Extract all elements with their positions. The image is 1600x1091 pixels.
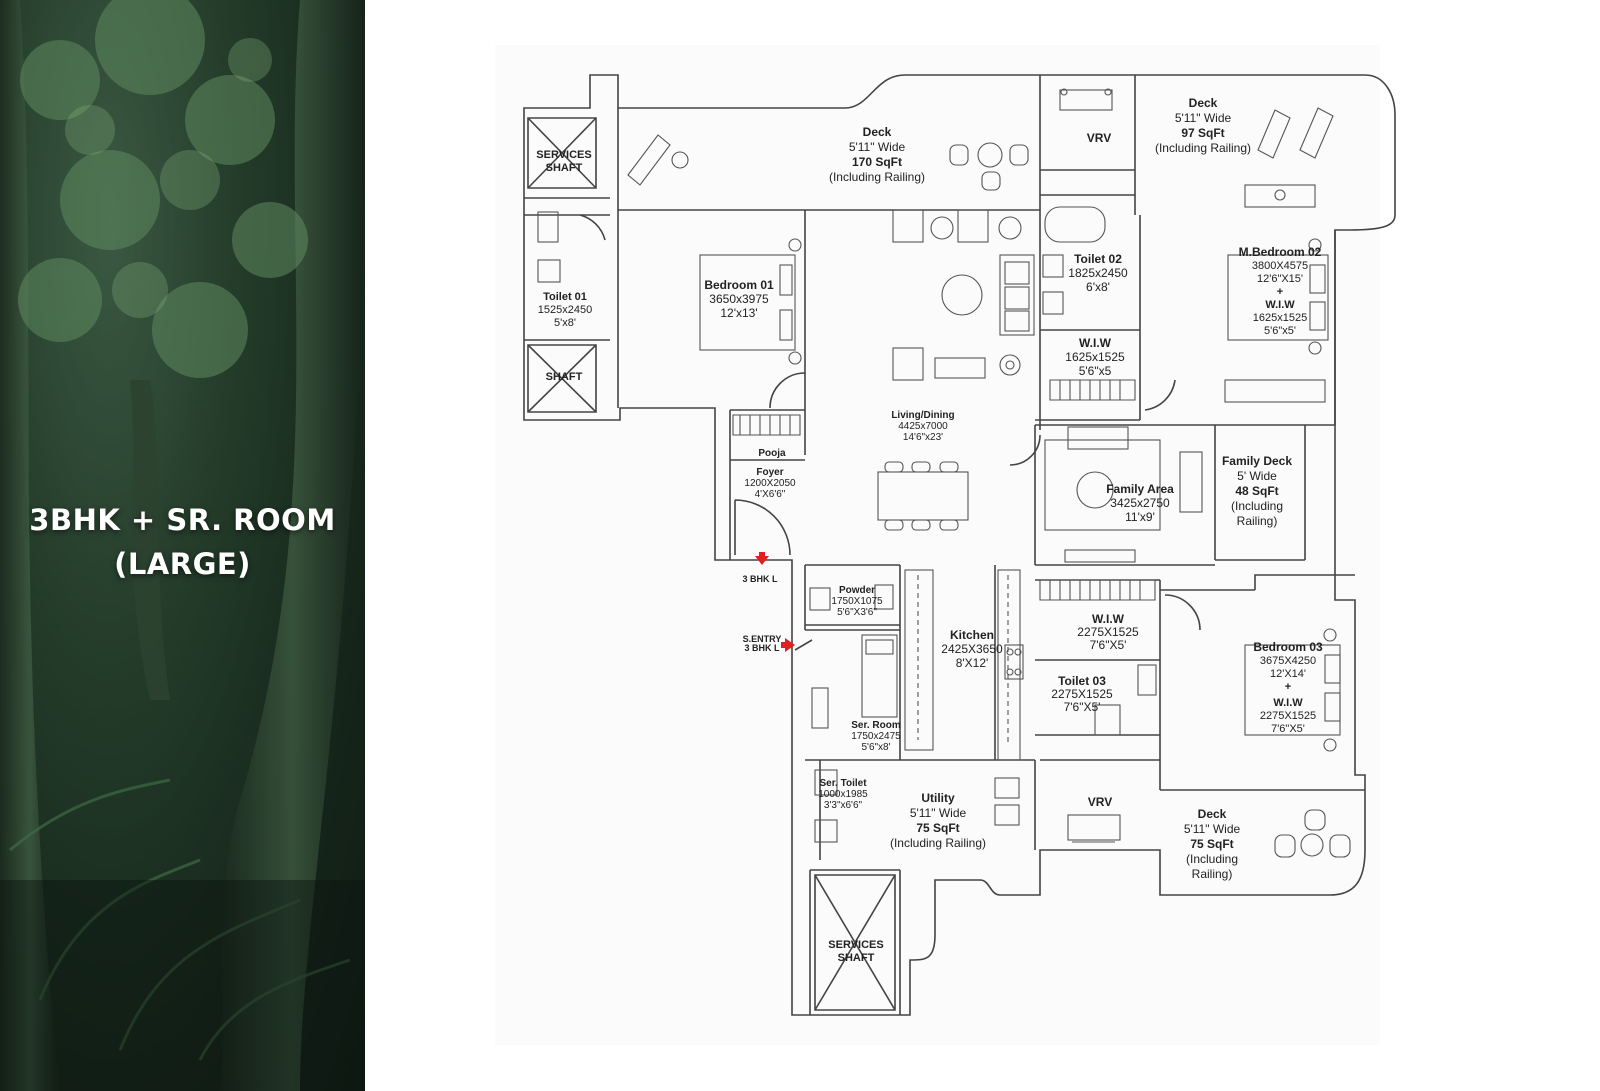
deck-bottom-note1: (Including <box>1186 852 1238 866</box>
deck-top-width: 5'11" Wide <box>849 140 906 154</box>
wiw-lower-size: 2275X1525 <box>1077 625 1139 639</box>
walls <box>523 74 1396 1016</box>
toilet03-name: Toilet 03 <box>1058 674 1106 688</box>
service-entry-line1: S.ENTRY <box>743 634 782 644</box>
bedroom03-wiw: W.I.W <box>1273 697 1303 709</box>
vrv-top-label: VRV <box>1087 131 1111 145</box>
family-area-name: Family Area <box>1106 482 1174 496</box>
mbedroom02-size: 3800X4575 <box>1252 260 1308 272</box>
plan-sheet <box>495 45 1380 1045</box>
vrv-bottom-label: VRV <box>1088 795 1112 809</box>
plan-type-line1: 3BHK + SR. ROOM <box>29 503 336 537</box>
wiw-center-name: W.I.W <box>1079 336 1112 350</box>
bedroom03-name: Bedroom 03 <box>1253 640 1323 654</box>
bedroom03-plus: + <box>1285 681 1291 693</box>
deck-bottom-note2: Railing) <box>1192 867 1233 881</box>
ser-room-ft: 5'6"x8' <box>861 742 890 753</box>
bedroom03-ft: 12'X14' <box>1270 668 1306 680</box>
main-entry-arrow-icon <box>755 552 769 565</box>
toilet01-ft: 5'x8' <box>554 317 576 329</box>
wiw-center-size: 1625x1525 <box>1065 350 1125 364</box>
mbedroom02-plus: + <box>1277 286 1283 298</box>
living-size: 4425x7000 <box>898 421 948 432</box>
service-entry-arrow-icon <box>781 638 795 652</box>
ser-room-size: 1750x2475 <box>851 731 901 742</box>
utility-width: 5'11" Wide <box>910 806 967 820</box>
family-deck-note1: (Including <box>1231 499 1283 513</box>
bedroom03-size: 3675X4250 <box>1260 655 1316 667</box>
family-deck-name: Family Deck <box>1222 454 1292 468</box>
deck-right-area: 97 SqFt <box>1181 126 1224 140</box>
wiw-center-ft: 5'6"x5 <box>1079 364 1112 378</box>
forest-photo-panel: 3BHK + SR. ROOM (LARGE) <box>0 0 365 1091</box>
toilet02-name: Toilet 02 <box>1074 252 1122 266</box>
bedroom03-wiw-size: 2275X1525 <box>1260 710 1316 722</box>
deck-right-note: (Including Railing) <box>1155 141 1251 155</box>
wiw-lower-ft: 7'6"X5' <box>1090 638 1127 652</box>
furniture <box>537 88 1351 858</box>
foyer-size: 1200X2050 <box>744 478 796 489</box>
services-shaft-top-line2: SHAFT <box>546 162 583 174</box>
service-entry-line2: 3 BHK L <box>744 643 780 653</box>
foyer-name: Foyer <box>756 467 783 478</box>
deck-top-name: Deck <box>863 125 892 139</box>
forest-illustration <box>0 0 365 1091</box>
foyer-ft: 4'X6'6" <box>755 489 786 500</box>
family-deck-width: 5' Wide <box>1237 469 1277 483</box>
mbedroom02-name: M.Bedroom 02 <box>1239 245 1322 259</box>
toilet02-ft: 6'x8' <box>1086 280 1110 294</box>
family-area-ft: 11'x9' <box>1125 510 1155 524</box>
living-ft: 14'6"x23' <box>903 432 943 443</box>
living-name: Living/Dining <box>891 410 954 421</box>
powder-ft: 5'6"X3'6" <box>837 607 877 618</box>
deck-bottom-name: Deck <box>1198 807 1227 821</box>
toilet03-size: 2275X1525 <box>1051 687 1113 701</box>
services-shaft-top-line1: SERVICES <box>536 149 591 161</box>
ser-room-name: Ser. Room <box>851 720 901 731</box>
kitchen-name: Kitchen <box>950 628 994 642</box>
utility-note: (Including Railing) <box>890 836 986 850</box>
ser-toilet-name: Ser. Toilet <box>819 778 867 789</box>
toilet01-size: 1525x2450 <box>538 304 592 316</box>
ser-toilet-ft: 3'3"x6'6" <box>824 800 863 811</box>
powder-name: Powder <box>839 585 875 596</box>
deck-bottom-width: 5'11" Wide <box>1184 822 1241 836</box>
plan-type-line2: (LARGE) <box>114 547 251 581</box>
deck-right-name: Deck <box>1189 96 1218 110</box>
toilet03-ft: 7'6"X5' <box>1064 700 1101 714</box>
ser-toilet-size: 1000x1985 <box>818 789 868 800</box>
shaft-label: SHAFT <box>546 371 583 383</box>
deck-bottom-area: 75 SqFt <box>1190 837 1233 851</box>
pooja-label: Pooja <box>758 448 786 459</box>
utility-area: 75 SqFt <box>916 821 959 835</box>
powder-size: 1750X1075 <box>831 596 883 607</box>
mbedroom02-wiw: W.I.W <box>1265 299 1295 311</box>
toilet01-name: Toilet 01 <box>543 291 587 303</box>
kitchen-ft: 8'X12' <box>956 656 989 670</box>
family-deck-note2: Railing) <box>1237 514 1278 528</box>
mbedroom02-ft: 12'6"X15' <box>1257 273 1303 285</box>
entry-arrows <box>755 552 795 652</box>
services-shaft-bottom-line2: SHAFT <box>838 952 875 964</box>
bedroom03-wiw-ft: 7'6"X5' <box>1271 723 1305 735</box>
deck-right-width: 5'11" Wide <box>1175 111 1232 125</box>
main-entry-label: 3 BHK L <box>742 574 778 584</box>
bedroom01-name: Bedroom 01 <box>704 278 774 292</box>
plan-type-title: 3BHK + SR. ROOM (LARGE) <box>0 498 365 586</box>
toilet02-size: 1825x2450 <box>1068 266 1128 280</box>
mbedroom02-wiw-size: 1625x1525 <box>1253 312 1307 324</box>
family-deck-area: 48 SqFt <box>1235 484 1278 498</box>
services-shaft-bottom-line1: SERVICES <box>828 939 883 951</box>
floor-plan: SERVICES SHAFT SHAFT Toilet 01 1525x2450… <box>495 45 1396 1045</box>
wiw-lower-name: W.I.W <box>1092 612 1125 626</box>
bedroom01-ft: 12'x13' <box>720 306 757 320</box>
utility-name: Utility <box>921 791 955 805</box>
deck-top-area: 170 SqFt <box>852 155 902 169</box>
deck-top-note: (Including Railing) <box>829 170 925 184</box>
bedroom01-size: 3650x3975 <box>709 292 769 306</box>
family-area-size: 3425x2750 <box>1110 496 1170 510</box>
room-labels: SERVICES SHAFT SHAFT Toilet 01 1525x2450… <box>536 96 1323 964</box>
kitchen-size: 2425X3650 <box>941 642 1003 656</box>
mbedroom02-wiw-ft: 5'6"x5' <box>1264 325 1296 337</box>
